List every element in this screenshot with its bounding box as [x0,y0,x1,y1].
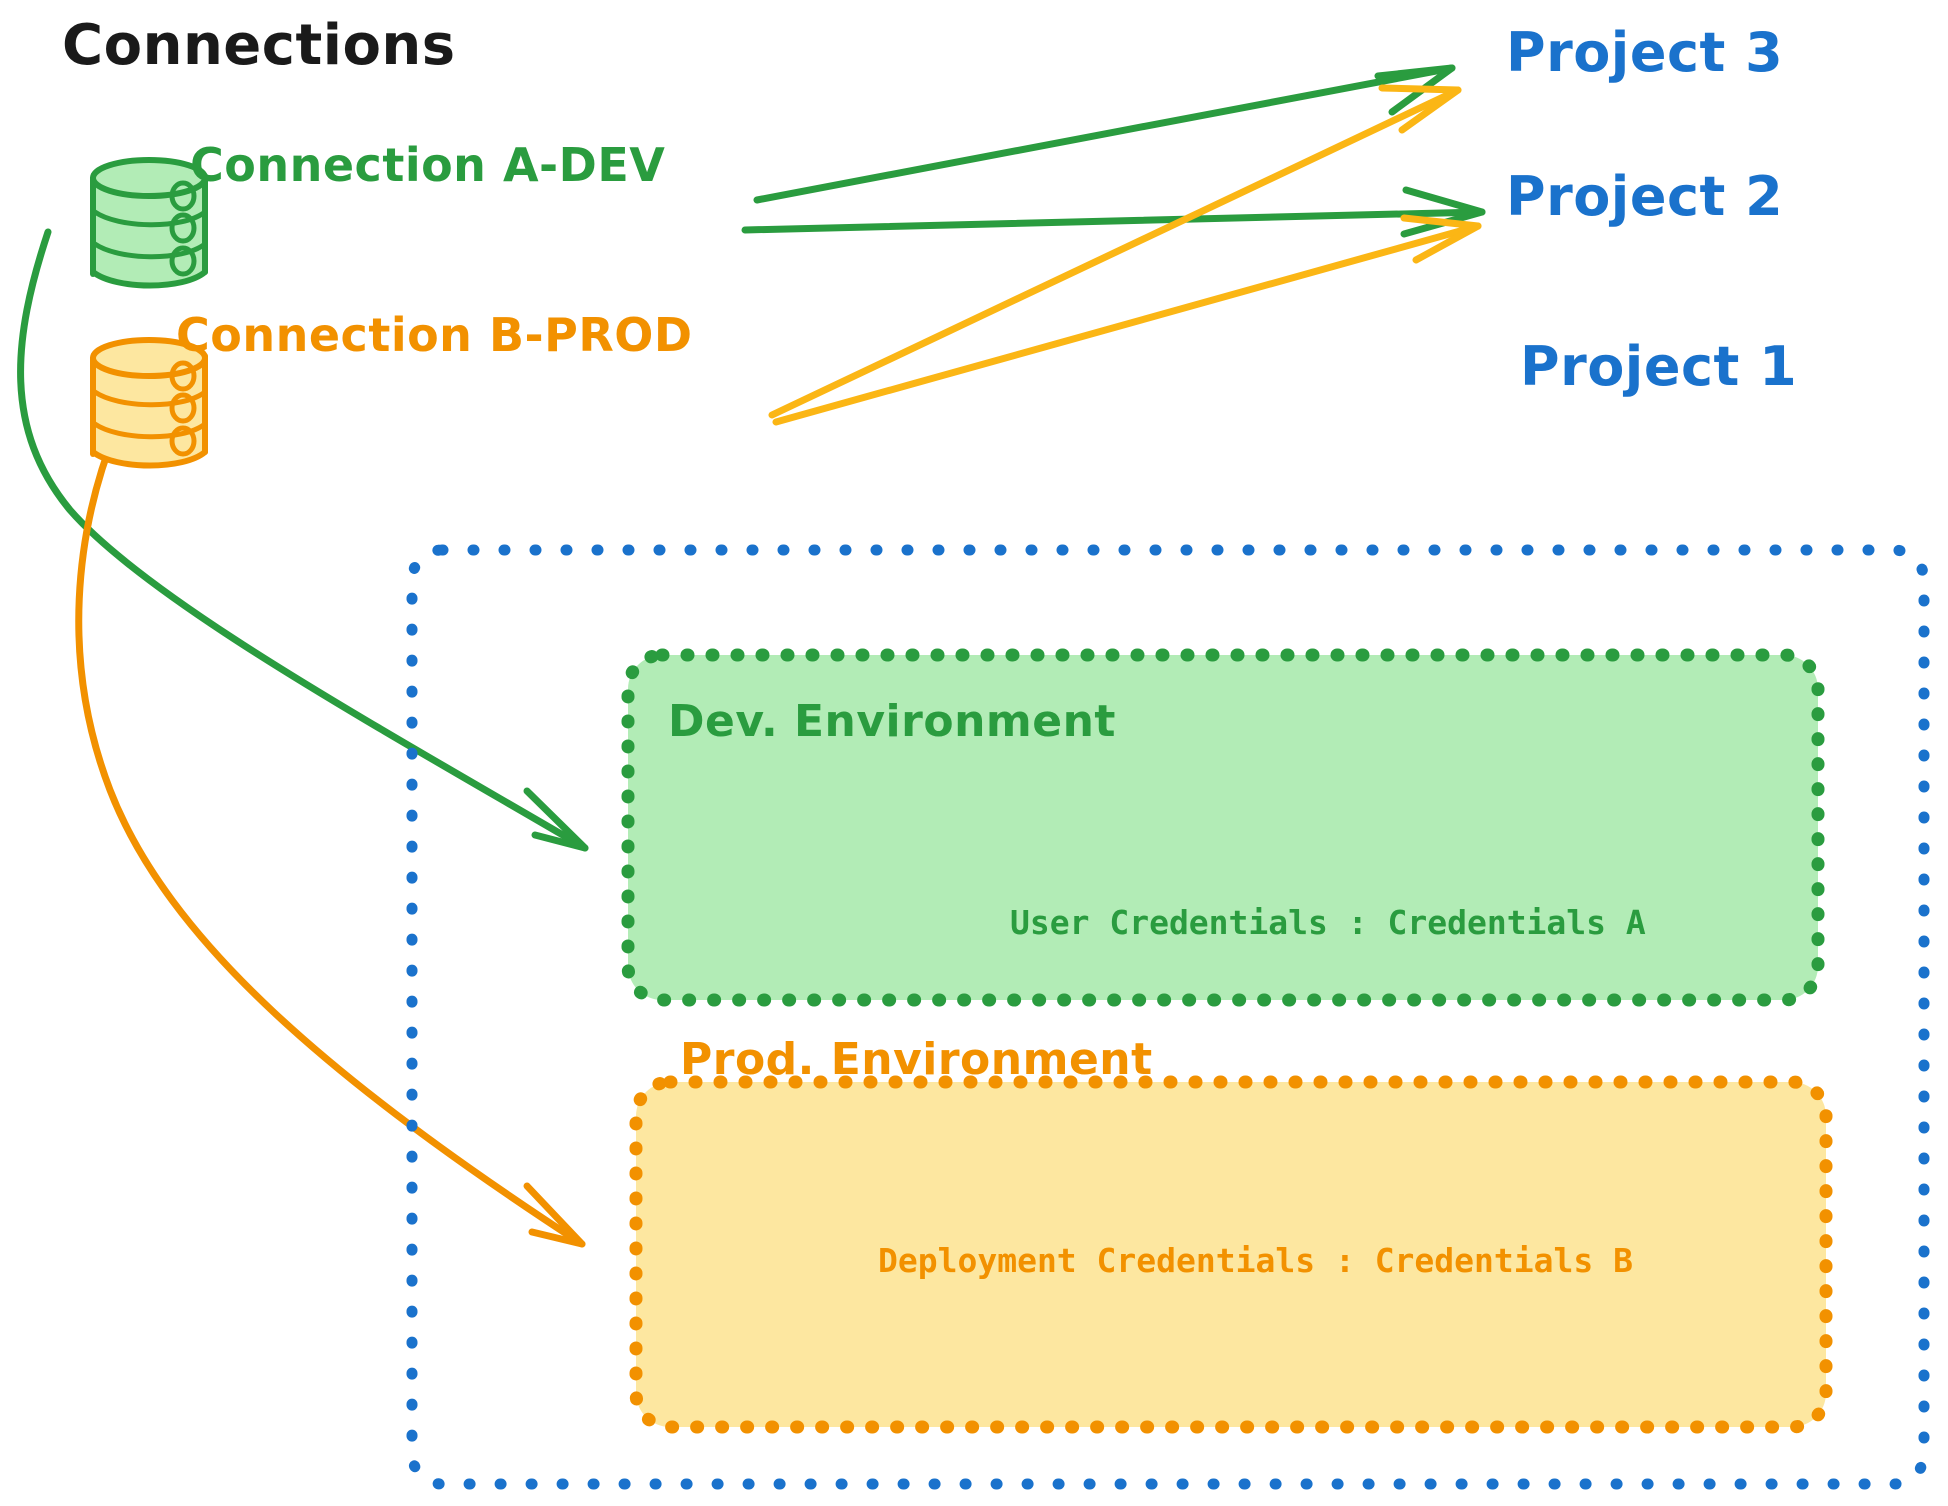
project-2-label[interactable]: Project 2 [1506,165,1784,228]
edge-conn-b-to-project-3 [768,84,1462,419]
page-title: Connections [62,13,456,78]
project-3-label[interactable]: Project 3 [1506,21,1784,84]
database-cylinder-icon[interactable] [90,157,208,289]
project-1-label[interactable]: Project 1 [1520,335,1798,398]
dev-environment-credentials: User Credentials : Credentials A [1010,903,1646,942]
prod-environment-credentials: Deployment Credentials : Credentials B [878,1241,1633,1280]
connection-b-label[interactable]: Connection B-PROD [176,308,693,362]
edge-conn-b-to-project-2 [772,214,1482,426]
database-cylinder-icon[interactable] [90,337,208,469]
edge-conn-b-to-prod-environment [75,426,586,1248]
connection-a-label[interactable]: Connection A-DEV [190,138,666,192]
dev-environment-box[interactable] [621,648,1825,1007]
dev-environment-title: Dev. Environment [668,696,1116,747]
prod-environment-box[interactable] [629,1075,1833,1434]
prod-environment-title: Prod. Environment [680,1034,1153,1085]
